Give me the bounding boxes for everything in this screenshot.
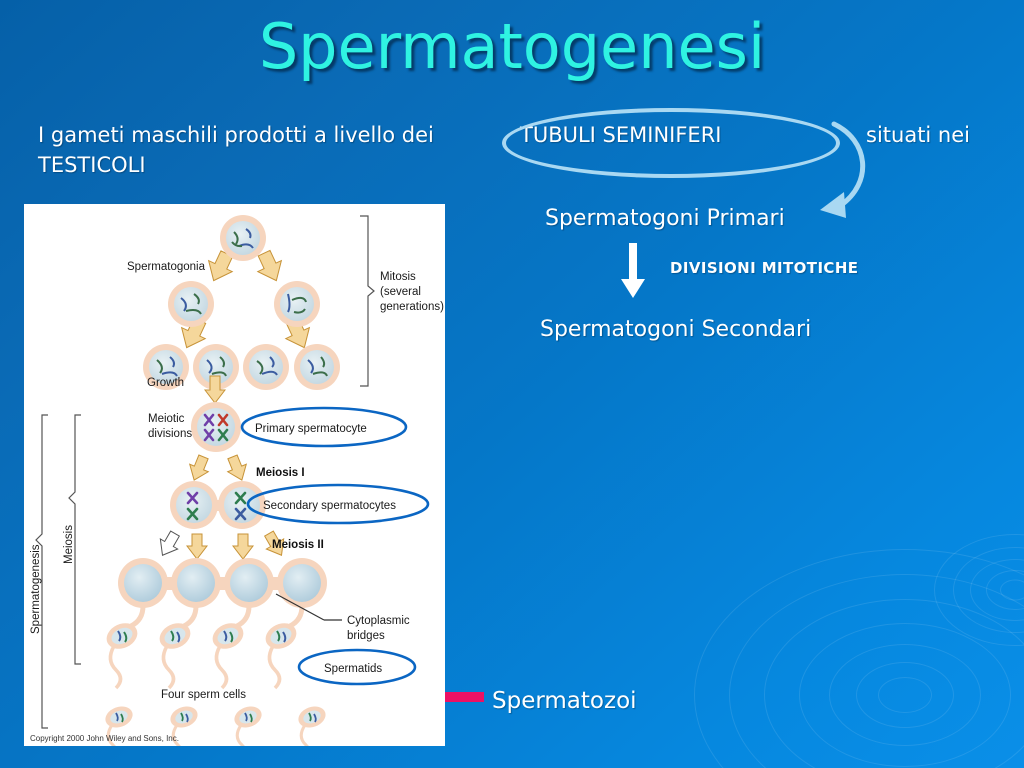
- cell-primary-spermatocyte: [191, 402, 241, 452]
- cell-row2-right: [274, 281, 320, 327]
- intro-text-part1: I gameti maschili prodotti a livello dei: [38, 123, 434, 147]
- label-meiosis-vertical: Meiosis: [63, 525, 75, 564]
- label-meiosis-1: Meiosis I: [256, 467, 305, 479]
- cell-row2-left: [168, 281, 214, 327]
- label-four-sperm-cells: Four sperm cells: [161, 689, 246, 701]
- highlight-spermatids: [297, 648, 417, 686]
- label-primary-spermatocyte: Primary spermatocyte: [255, 423, 367, 435]
- label-spermatogenesis-vertical: Spermatogenesis: [30, 544, 42, 634]
- curved-arrow-icon: [820, 121, 866, 218]
- intro-text-part2: situati nei: [866, 123, 970, 147]
- label-growth: Growth: [147, 377, 184, 389]
- label-mitosis-2: (several: [380, 286, 421, 298]
- flow-step-primari: Spermatogoni Primari: [545, 206, 785, 231]
- water-ripple-small: [930, 530, 1024, 650]
- label-meiosis-2: Meiosis II: [272, 539, 324, 551]
- flow-note-divisioni: DIVISIONI MITOTICHE: [670, 259, 859, 277]
- label-spermatids: Spermatids: [324, 663, 382, 675]
- label-mitosis-1: Mitosis: [380, 271, 416, 283]
- flow-step-spermatozoi: Spermatozoi: [492, 688, 637, 714]
- highlight-secondary-spermatocytes: [246, 483, 430, 525]
- label-mitosis-3: generations): [380, 301, 444, 313]
- label-meiotic-1: Meiotic: [148, 413, 185, 425]
- cell-elongating-spermatids: [106, 605, 305, 690]
- cell-row3: [143, 344, 340, 390]
- spermatogenesis-diagram: Spermatogonia: [24, 204, 445, 746]
- label-cytoplasmic-1: Cytoplasmic: [347, 615, 410, 627]
- intro-text-highlight: TUBULI SEMINIFERI: [520, 123, 722, 147]
- highlight-primary-spermatocyte: [240, 406, 408, 448]
- label-secondary-spermatocytes: Secondary spermatocytes: [263, 500, 396, 512]
- label-cytoplasmic-2: bridges: [347, 630, 385, 642]
- label-meiotic-2: divisions: [148, 428, 192, 440]
- cell-spermatids: [118, 558, 327, 608]
- cell-spermatogonium-top: [220, 215, 266, 261]
- cell-four-sperm: [105, 706, 326, 746]
- label-spermatogonia: Spermatogonia: [127, 261, 206, 273]
- slide-title: Spermatogenesi: [258, 10, 766, 83]
- cell-secondary-spermatocytes: [170, 481, 266, 529]
- down-arrow-icon: [621, 243, 645, 298]
- flow-step-secondari: Spermatogoni Secondari: [540, 317, 812, 342]
- intro-text-part3: TESTICOLI: [38, 153, 146, 177]
- diagram-copyright: Copyright 2000 John Wiley and Sons, Inc.: [30, 734, 179, 743]
- water-ripple-large: [690, 545, 1024, 768]
